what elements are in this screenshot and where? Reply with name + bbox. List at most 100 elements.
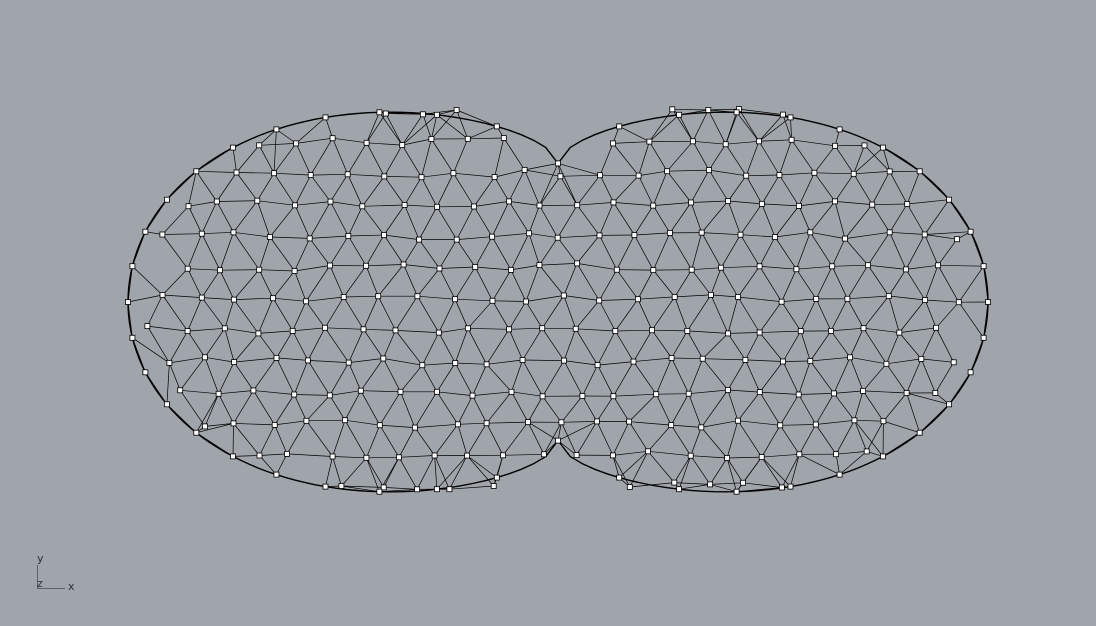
mesh-vertex[interactable] xyxy=(184,328,191,335)
mesh-vertex[interactable] xyxy=(489,297,496,304)
mesh-vertex[interactable] xyxy=(292,202,299,209)
mesh-vertex[interactable] xyxy=(616,474,623,481)
mesh-vertex[interactable] xyxy=(725,330,731,337)
mesh-vertex[interactable] xyxy=(850,170,857,177)
mesh-vertex[interactable] xyxy=(489,233,496,240)
mesh-vertex[interactable] xyxy=(435,329,442,336)
mesh-vertex[interactable] xyxy=(880,144,886,151)
mesh-vertex[interactable] xyxy=(669,106,676,113)
mesh-vertex[interactable] xyxy=(832,198,838,205)
mesh-vertex[interactable] xyxy=(490,483,497,489)
mesh-vertex[interactable] xyxy=(667,229,673,236)
mesh-vertex[interactable] xyxy=(955,299,962,306)
mesh-vertex[interactable] xyxy=(780,358,786,365)
mesh-vertex[interactable] xyxy=(756,389,763,396)
mesh-vertex[interactable] xyxy=(256,452,263,459)
mesh-vertex[interactable] xyxy=(536,262,543,269)
mesh-vertex[interactable] xyxy=(903,390,910,396)
mesh-vertex[interactable] xyxy=(418,174,425,181)
mesh-vertex[interactable] xyxy=(735,294,741,300)
mesh-vertex[interactable] xyxy=(797,328,804,335)
mesh-vertex[interactable] xyxy=(860,387,866,394)
mesh-vertex[interactable] xyxy=(671,293,678,300)
mesh-vertex[interactable] xyxy=(706,167,712,174)
mesh-vertex[interactable] xyxy=(322,324,328,331)
mesh-vertex[interactable] xyxy=(572,325,579,332)
mesh-vertex[interactable] xyxy=(980,263,987,270)
mesh-vertex[interactable] xyxy=(631,232,638,238)
mesh-vertex[interactable] xyxy=(129,334,136,341)
mesh-vertex[interactable] xyxy=(142,369,149,376)
mesh-vertex[interactable] xyxy=(256,142,263,149)
mesh-vertex[interactable] xyxy=(842,235,848,242)
mesh-vertex[interactable] xyxy=(650,202,657,209)
mesh-vertex[interactable] xyxy=(743,172,750,179)
mesh-vertex[interactable] xyxy=(676,111,682,118)
mesh-vertex[interactable] xyxy=(401,202,408,208)
mesh-vertex[interactable] xyxy=(303,298,309,305)
mesh-vertex[interactable] xyxy=(668,355,675,361)
mesh-vertex[interactable] xyxy=(230,296,237,303)
mesh-vertex[interactable] xyxy=(687,452,694,459)
mesh-vertex[interactable] xyxy=(735,417,741,424)
mesh-vertex[interactable] xyxy=(414,293,421,300)
mesh-vertex[interactable] xyxy=(304,357,311,364)
mesh-vertex[interactable] xyxy=(450,170,457,177)
mesh-vertex[interactable] xyxy=(933,324,939,331)
mesh-vertex[interactable] xyxy=(326,392,333,399)
mesh-vertex[interactable] xyxy=(255,330,262,337)
mesh-vertex[interactable] xyxy=(213,198,220,205)
mesh-vertex[interactable] xyxy=(558,419,565,426)
mesh-vertex[interactable] xyxy=(812,421,819,428)
mesh-vertex[interactable] xyxy=(159,231,166,238)
mesh-vertex[interactable] xyxy=(338,483,345,489)
mesh-vertex[interactable] xyxy=(453,236,460,243)
mesh-vertex[interactable] xyxy=(860,325,867,332)
mesh-vertex[interactable] xyxy=(284,450,290,457)
mesh-vertex[interactable] xyxy=(500,135,507,141)
mesh-vertex[interactable] xyxy=(880,453,886,460)
mesh-vertex[interactable] xyxy=(904,201,911,207)
mesh-vertex[interactable] xyxy=(718,264,724,271)
mesh-vertex[interactable] xyxy=(491,174,498,181)
mesh-vertex[interactable] xyxy=(733,109,740,116)
mesh-vertex[interactable] xyxy=(414,486,421,493)
mesh-vertex[interactable] xyxy=(574,260,580,267)
mesh-vertex[interactable] xyxy=(725,387,731,393)
mesh-vertex[interactable] xyxy=(555,437,561,444)
mesh-vertex[interactable] xyxy=(273,126,280,133)
mesh-vertex[interactable] xyxy=(778,298,785,305)
mesh-vertex[interactable] xyxy=(832,142,838,149)
mesh-vertex[interactable] xyxy=(525,419,531,426)
mesh-vertex[interactable] xyxy=(954,236,960,243)
mesh-vertex[interactable] xyxy=(291,391,298,398)
mesh-vertex[interactable] xyxy=(788,136,795,143)
mesh-vertex[interactable] xyxy=(967,228,974,235)
mesh-vertex[interactable] xyxy=(932,389,939,396)
mesh-vertex[interactable] xyxy=(230,453,236,460)
mesh-vertex[interactable] xyxy=(684,327,691,334)
mesh-vertex[interactable] xyxy=(836,126,843,133)
mesh-vertex[interactable] xyxy=(645,448,651,455)
mesh-vertex[interactable] xyxy=(671,479,678,486)
mesh-vertex[interactable] xyxy=(198,294,205,301)
mesh-vertex[interactable] xyxy=(508,388,515,395)
mesh-vertex[interactable] xyxy=(329,135,336,142)
mesh-vertex[interactable] xyxy=(594,418,600,425)
mesh-vertex[interactable] xyxy=(471,203,477,210)
mesh-vertex[interactable] xyxy=(163,401,170,408)
mesh-vertex[interactable] xyxy=(359,203,366,210)
mesh-vertex[interactable] xyxy=(844,295,851,302)
mesh-vertex[interactable] xyxy=(452,360,459,366)
mesh-vertex[interactable] xyxy=(676,486,682,493)
mesh-vertex[interactable] xyxy=(254,197,261,204)
mesh-vertex[interactable] xyxy=(650,267,657,274)
mesh-vertex[interactable] xyxy=(433,203,440,210)
mesh-vertex[interactable] xyxy=(270,295,276,302)
mesh-vertex[interactable] xyxy=(776,172,783,178)
mesh-vertex[interactable] xyxy=(193,429,200,436)
mesh-vertex[interactable] xyxy=(560,292,567,299)
mesh-vertex[interactable] xyxy=(737,231,744,238)
mesh-vertex[interactable] xyxy=(649,327,655,334)
mesh-vertex[interactable] xyxy=(185,203,192,210)
